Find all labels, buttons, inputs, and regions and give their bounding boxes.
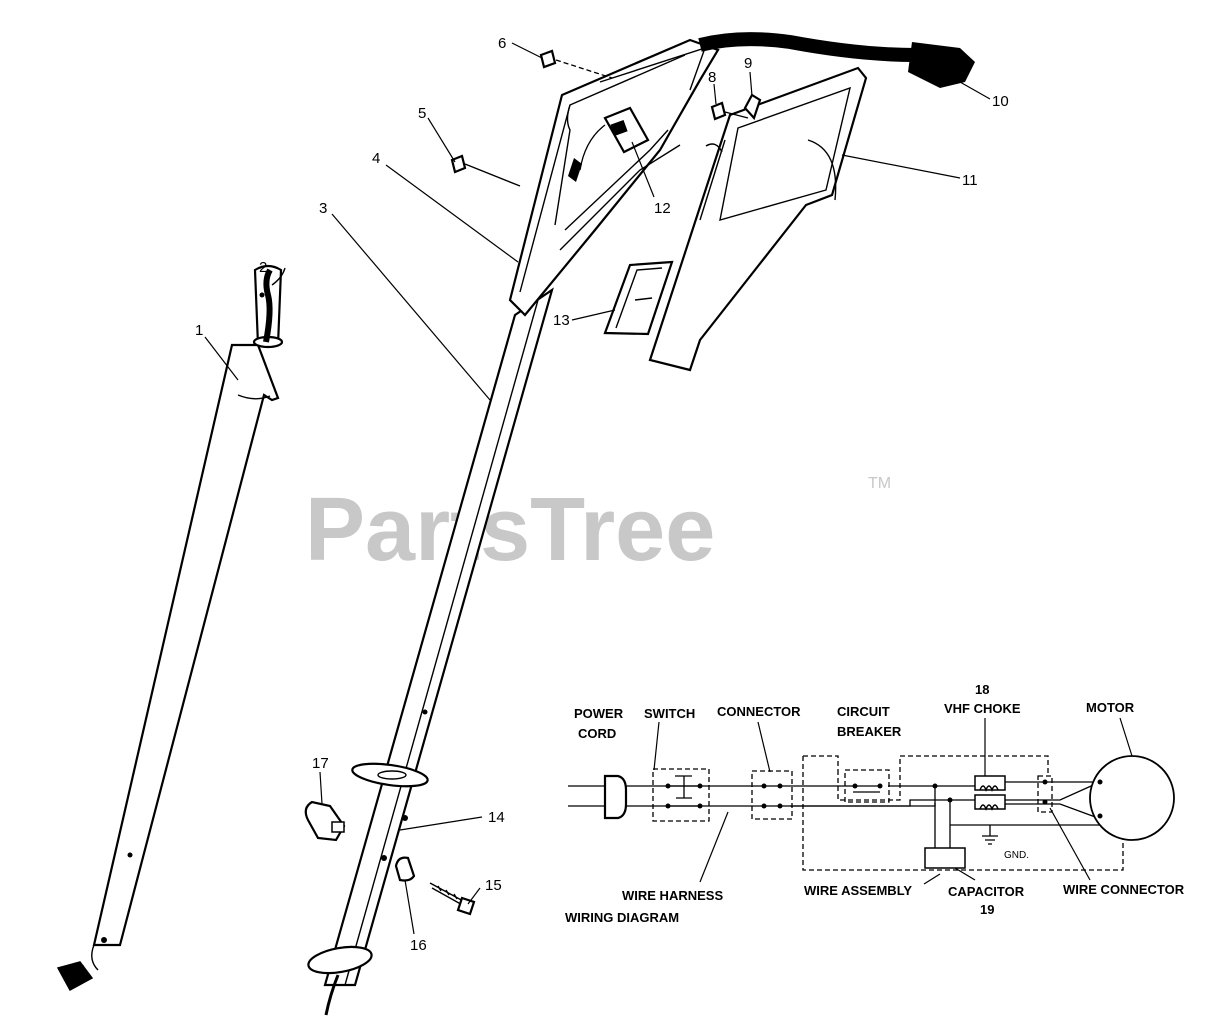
- part-4-switch-housing: [508, 38, 720, 317]
- label-vhf-choke-number: 18: [975, 682, 989, 697]
- part-11-frame: [648, 66, 868, 372]
- part-2-cord: [263, 267, 286, 343]
- callout-14: 14: [488, 809, 505, 826]
- label-wire-harness: WIRE HARNESS: [622, 888, 723, 903]
- part-15-bolt: [429, 882, 476, 916]
- callout-3: 3: [319, 200, 327, 217]
- label-gnd: GND.: [1004, 850, 1029, 861]
- watermark: PartsTree: [305, 480, 715, 580]
- part-16-bushing: [394, 856, 416, 882]
- callout-13: 13: [553, 312, 570, 329]
- callout-17: 17: [312, 755, 329, 772]
- callout-10: 10: [992, 93, 1009, 110]
- watermark-trademark: TM: [868, 475, 891, 492]
- part-6-screw: [539, 49, 613, 79]
- label-capacitor-number: 19: [980, 902, 994, 917]
- callout-9: 9: [744, 55, 752, 72]
- leader-lines: [204, 42, 991, 935]
- label-breaker: BREAKER: [837, 724, 902, 739]
- part-5-screw: [450, 154, 521, 187]
- callout-1: 1: [195, 322, 203, 339]
- callout-4: 4: [372, 150, 380, 167]
- part-9-clip: [743, 93, 762, 121]
- callout-12: 12: [654, 200, 671, 217]
- callout-5: 5: [418, 105, 426, 122]
- wiring-diagram: POWER CORD SWITCH CONNECTOR CIRCUIT BREA…: [565, 682, 1185, 925]
- callout-2: 2: [259, 259, 267, 276]
- label-vhf-choke: VHF CHOKE: [944, 701, 1021, 716]
- part-3-main-tube: [307, 287, 554, 1016]
- label-circuit: CIRCUIT: [837, 704, 890, 719]
- callout-16: 16: [410, 937, 427, 954]
- part-12-switch: [568, 106, 650, 182]
- label-wire-connector: WIRE CONNECTOR: [1063, 882, 1185, 897]
- part-17-knob: [304, 800, 346, 842]
- part-13-bracket: [603, 260, 674, 336]
- callout-labels: 1 2 3 4 5 6 8 9 10 11 12 13 14 15 16 17: [195, 35, 1009, 954]
- callout-8: 8: [708, 69, 716, 86]
- label-capacitor: CAPACITOR: [948, 884, 1025, 899]
- label-cord: CORD: [578, 726, 616, 741]
- label-wiring-diagram: WIRING DIAGRAM: [565, 910, 679, 925]
- label-connector: CONNECTOR: [717, 704, 801, 719]
- label-motor: MOTOR: [1086, 700, 1135, 715]
- part-1-lower-tube: [56, 264, 284, 992]
- label-switch: SWITCH: [644, 706, 695, 721]
- part-10-cord-plug: [698, 32, 975, 88]
- part-8-screw: [710, 101, 749, 121]
- label-power: POWER: [574, 706, 624, 721]
- label-wire-assembly: WIRE ASSEMBLY: [804, 883, 912, 898]
- callout-6: 6: [498, 35, 506, 52]
- callout-11: 11: [962, 172, 978, 189]
- callout-15: 15: [485, 877, 502, 894]
